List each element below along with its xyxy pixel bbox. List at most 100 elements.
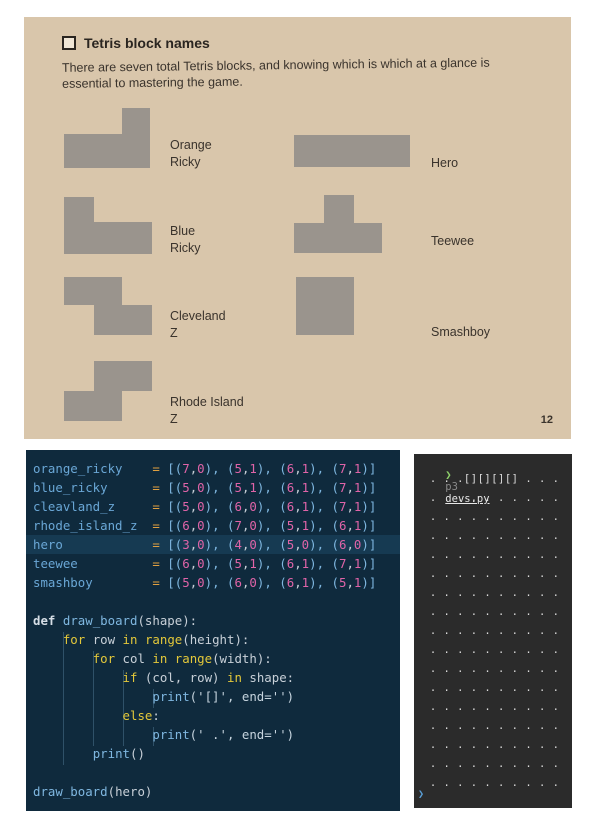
code-line[interactable]: print('[]', end='') xyxy=(33,687,294,706)
code-token: 6 xyxy=(182,556,190,571)
code-token: smashboy xyxy=(33,575,153,590)
code-token: print xyxy=(92,746,130,761)
code-token: [( xyxy=(159,575,183,590)
code-token: 0 xyxy=(197,499,205,514)
terminal-prompt: ❯ p3 devs.py xyxy=(420,457,490,517)
code-token: ), ( xyxy=(309,575,339,590)
code-token: 6 xyxy=(182,518,190,533)
code-token: 6 xyxy=(286,556,295,571)
code-token: blue_ricky xyxy=(33,480,153,495)
code-token: 1 xyxy=(353,575,362,590)
code-token: , xyxy=(189,556,198,571)
code-token: 6 xyxy=(234,499,242,514)
code-line[interactable]: smashboy = [(5,0), (6,0), (6,1), (5,1)] xyxy=(33,573,376,592)
code-token: ), ( xyxy=(204,537,235,552)
code-token: hero xyxy=(33,537,153,552)
terminal-file-link[interactable]: devs.py xyxy=(445,493,490,505)
code-token: [( xyxy=(159,480,183,495)
code-token: 1 xyxy=(301,518,310,533)
code-token: = xyxy=(152,499,160,514)
terminal-output-row: . . . . . . . . . . xyxy=(423,511,560,523)
code-token: , xyxy=(346,461,354,476)
code-line[interactable]: hero = [(3,0), (4,0), (5,0), (6,0)] xyxy=(33,535,376,554)
terminal-output-row: . . . . . . . . . . xyxy=(423,758,560,770)
page-number: 12 xyxy=(540,414,553,426)
code-token: 5 xyxy=(286,518,295,533)
code-token: [( xyxy=(159,499,183,514)
code-token: in xyxy=(152,651,168,666)
terminal-output-row: . . . . . . . . . . xyxy=(423,682,560,694)
code-token: if xyxy=(122,670,138,685)
code-token: 1 xyxy=(249,461,257,476)
code-token: , xyxy=(189,461,198,476)
code-token: [( xyxy=(159,537,183,552)
code-token: , xyxy=(294,461,302,476)
code-line[interactable]: teewee = [(6,0), (5,1), (6,1), (7,1)] xyxy=(33,554,376,573)
code-token: 3 xyxy=(182,537,190,552)
code-line[interactable]: blue_ricky = [(5,0), (5,1), (6,1), (7,1)… xyxy=(33,478,376,497)
code-token: )] xyxy=(361,556,377,571)
smashboy-block xyxy=(296,277,354,335)
code-line[interactable]: for col in range(width): xyxy=(33,649,272,668)
code-token: for xyxy=(92,651,116,666)
code-token: 6 xyxy=(286,575,295,590)
prompt-arrow-icon: ❯ xyxy=(445,469,452,481)
code-token: , xyxy=(294,518,302,533)
code-token: , xyxy=(189,480,198,495)
code-token: else xyxy=(122,708,153,723)
code-token: 1 xyxy=(353,480,362,495)
code-line[interactable]: else: xyxy=(33,706,160,725)
code-token: 5 xyxy=(182,575,190,590)
code-token: , xyxy=(189,575,198,590)
code-token: 0 xyxy=(353,537,362,552)
code-token: 0 xyxy=(197,556,205,571)
code-token: 0 xyxy=(301,537,310,552)
code-token: , xyxy=(294,575,302,590)
code-token: ), ( xyxy=(309,518,339,533)
code-token: 5 xyxy=(234,480,242,495)
code-token: 5 xyxy=(234,556,242,571)
code-line[interactable]: cleavland_z = [(5,0), (6,0), (6,1), (7,1… xyxy=(33,497,376,516)
code-line[interactable]: def draw_board(shape): xyxy=(33,611,197,630)
book-page-photo: Tetris block names There are seven total… xyxy=(24,17,571,439)
code-token: )] xyxy=(361,537,377,552)
current-line-highlight xyxy=(26,535,400,554)
hero-label: Hero xyxy=(431,156,459,170)
code-editor[interactable]: orange_ricky = [(7,0), (5,1), (6,1), (7,… xyxy=(26,450,400,811)
code-token: 1 xyxy=(301,461,310,476)
code-token: in xyxy=(122,632,138,647)
code-token: ), ( xyxy=(256,461,287,476)
code-token: draw_board xyxy=(62,613,138,628)
code-line[interactable]: if (col, row) in shape: xyxy=(33,668,295,687)
code-token: (height): xyxy=(182,632,250,647)
code-token: 5 xyxy=(182,499,190,514)
code-token: ), ( xyxy=(256,518,287,533)
terminal-output-row: . . . . . . . . . . xyxy=(423,701,560,713)
cleveland-z-label: Cleveland Z xyxy=(170,309,226,340)
code-token: 7 xyxy=(182,461,190,476)
terminal-output-row: . . . . . . . . . . xyxy=(423,587,560,599)
code-token: 1 xyxy=(249,556,257,571)
code-token: rhode_island_z xyxy=(33,518,153,533)
code-token: 0 xyxy=(197,537,205,552)
code-line[interactable]: rhode_island_z = [(6,0), (7,0), (5,1), (… xyxy=(33,516,376,535)
code-line[interactable]: for row in range(height): xyxy=(33,630,250,649)
code-token: (width): xyxy=(212,651,272,666)
code-token xyxy=(33,651,93,666)
code-token: print xyxy=(152,727,190,742)
code-token: )] xyxy=(361,575,377,590)
code-token: 1 xyxy=(301,499,310,514)
code-token: ), ( xyxy=(309,499,339,514)
code-token: range xyxy=(174,651,213,666)
code-token: ), ( xyxy=(204,575,235,590)
code-token: 6 xyxy=(338,518,347,533)
code-token: 5 xyxy=(182,480,190,495)
code-line[interactable]: print() xyxy=(33,744,145,763)
code-line[interactable]: print(' .', end='') xyxy=(33,725,294,744)
code-line[interactable]: draw_board(hero) xyxy=(33,782,152,801)
code-token: , xyxy=(241,575,250,590)
code-token: ), ( xyxy=(309,461,339,476)
code-line[interactable]: orange_ricky = [(7,0), (5,1), (6,1), (7,… xyxy=(33,459,376,478)
terminal-output-row: . . .[][][][] . . . xyxy=(423,473,560,485)
terminal-window[interactable]: ❯ p3 devs.py . . .[][][][] . . . . . . .… xyxy=(414,454,572,808)
